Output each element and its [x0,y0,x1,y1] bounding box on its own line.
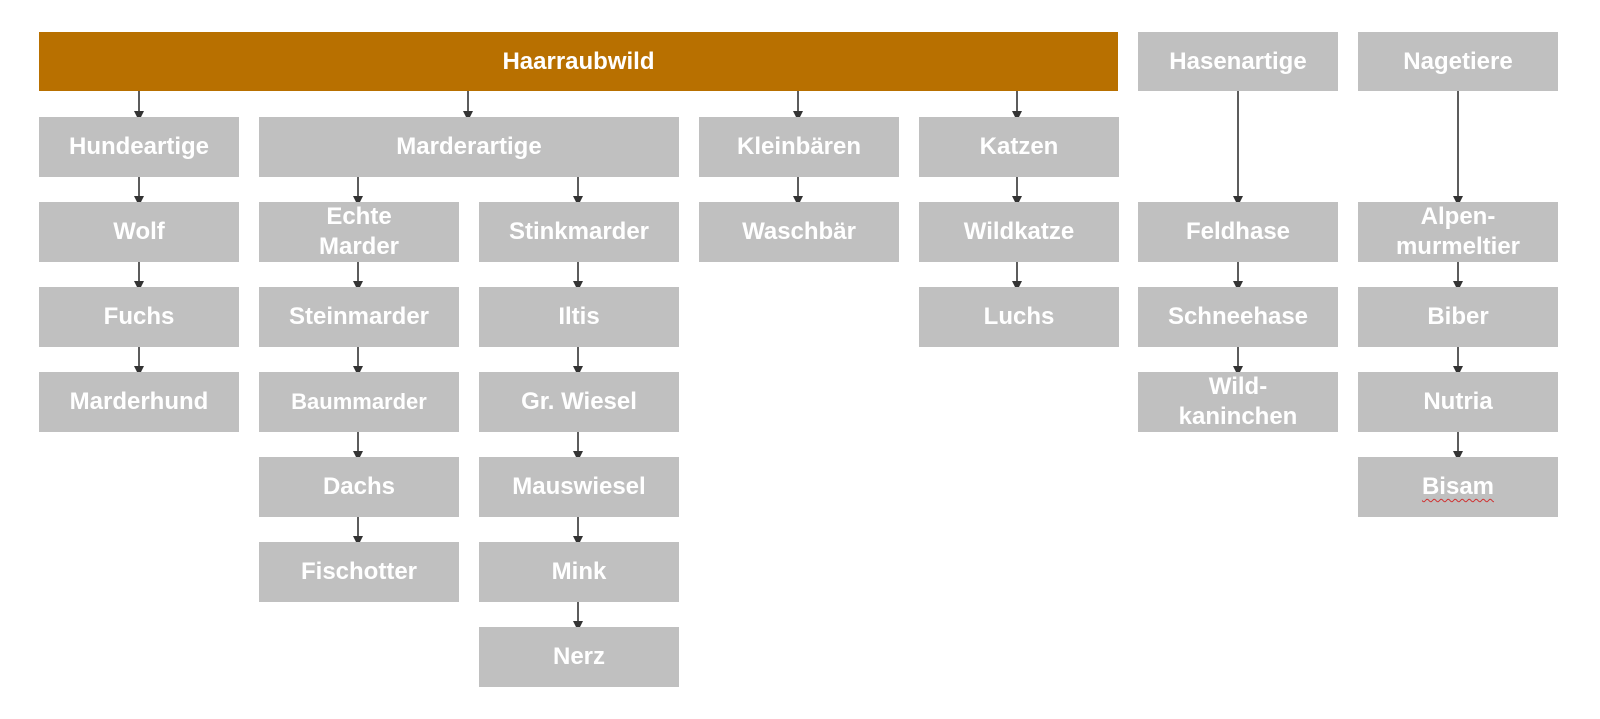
node-marderhund: Marderhund [39,372,239,432]
node-schneehase: Schneehase [1138,287,1338,347]
node-biber: Biber [1358,287,1558,347]
node-wolf: Wolf [39,202,239,262]
node-gr-wiesel: Gr. Wiesel [479,372,679,432]
node-nerz: Nerz [479,627,679,687]
node-waschbaer: Waschbär [699,202,899,262]
node-feldhase: Feldhase [1138,202,1338,262]
node-nutria: Nutria [1358,372,1558,432]
node-haarraubwild: Haarraubwild [39,32,1118,91]
node-wildkaninchen: Wild- kaninchen [1138,372,1338,432]
node-fischotter: Fischotter [259,542,459,602]
node-wildkatze: Wildkatze [919,202,1119,262]
node-katzen: Katzen [919,117,1119,177]
node-baummarder: Baummarder [259,372,459,432]
node-fuchs: Fuchs [39,287,239,347]
node-marderartige: Marderartige [259,117,679,177]
node-steinmarder: Steinmarder [259,287,459,347]
node-luchs: Luchs [919,287,1119,347]
node-dachs: Dachs [259,457,459,517]
node-mauswiesel: Mauswiesel [479,457,679,517]
node-hundeartige: Hundeartige [39,117,239,177]
node-iltis: Iltis [479,287,679,347]
node-kleinbaeren: Kleinbären [699,117,899,177]
node-nagetiere: Nagetiere [1358,32,1558,91]
node-echte-marder: Echte Marder [259,202,459,262]
node-mink: Mink [479,542,679,602]
node-hasenartige: Hasenartige [1138,32,1338,91]
node-stinkmarder: Stinkmarder [479,202,679,262]
node-alpenmurmeltier: Alpen- murmeltier [1358,202,1558,262]
node-bisam: Bisam [1358,457,1558,517]
